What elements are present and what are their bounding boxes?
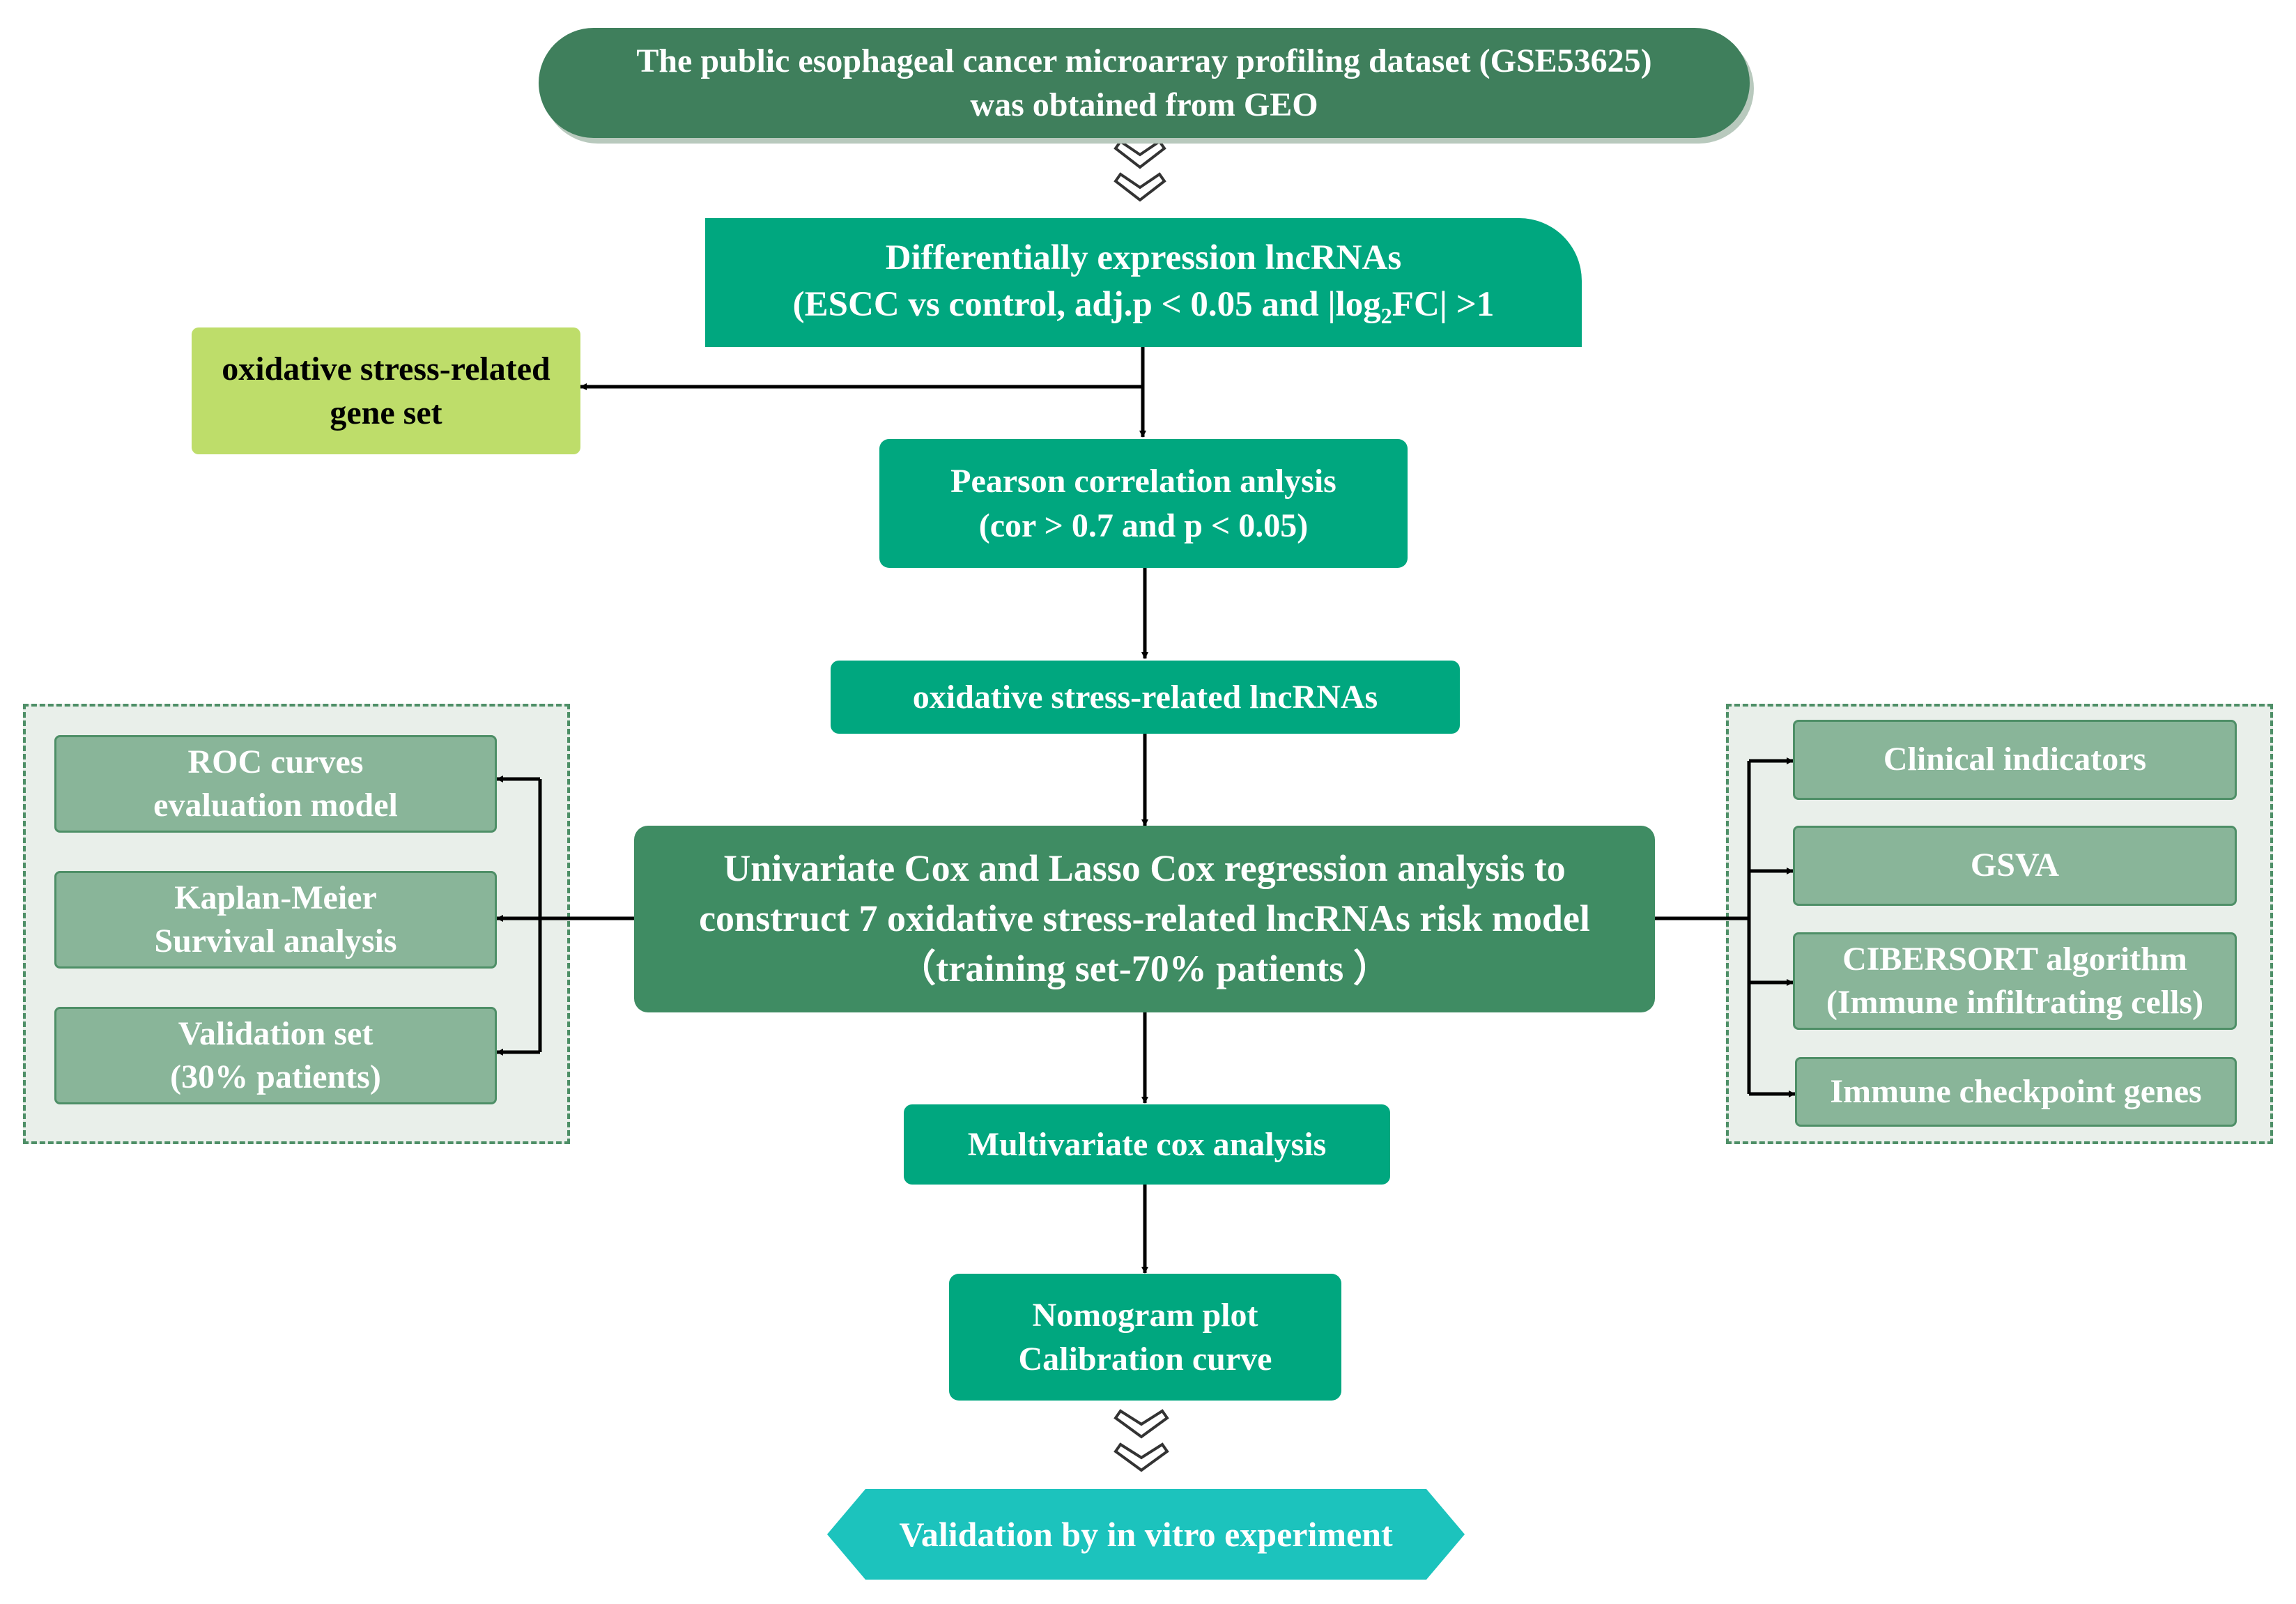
gsva-box: GSVA bbox=[1793, 826, 2237, 906]
pearson-line-2: (cor > 0.7 and p < 0.05) bbox=[978, 507, 1309, 544]
nomogram-line-2: Calibration curve bbox=[1018, 1341, 1272, 1378]
nomogram-line-1: Nomogram plot bbox=[1032, 1296, 1258, 1334]
risk-model-line-1: Univariate Cox and Lasso Cox regression … bbox=[723, 847, 1566, 890]
gene-set-line-1: oxidative stress-related bbox=[222, 350, 550, 387]
gene-set-node: oxidative stress-related gene set bbox=[192, 327, 580, 454]
cibersort-line-2: (Immune infiltrating cells) bbox=[1826, 984, 2204, 1021]
gene-set-line-2: gene set bbox=[330, 394, 442, 431]
roc-line-2: evaluation model bbox=[153, 787, 398, 824]
nomogram-node: Nomogram plot Calibration curve bbox=[949, 1274, 1341, 1401]
multivariate-label: Multivariate cox analysis bbox=[967, 1125, 1327, 1163]
double-chevron-arrow-top bbox=[1114, 139, 1166, 202]
in-vitro-validation-node: Validation by in vitro experiment bbox=[827, 1489, 1465, 1580]
validation-set-box: Validation set (30% patients) bbox=[54, 1007, 497, 1104]
geo-line-1: The public esophageal cancer microarray … bbox=[636, 42, 1652, 79]
differential-expression-node: Differentially expression lncRNAs (ESCC … bbox=[705, 218, 1582, 347]
validation-set-line-2: (30% patients) bbox=[170, 1058, 381, 1095]
checkpoint-label: Immune checkpoint genes bbox=[1830, 1072, 2202, 1110]
geo-line-2: was obtained from GEO bbox=[970, 86, 1318, 123]
diff-line-1: Differentially expression lncRNAs bbox=[885, 238, 1402, 277]
roc-line-1: ROC curves bbox=[187, 743, 364, 780]
pearson-line-1: Pearson correlation anlysis bbox=[950, 463, 1336, 500]
cibersort-box: CIBERSORT algorithm (Immune infiltrating… bbox=[1793, 932, 2237, 1030]
risk-model-line-3: （training set-70% patients ） bbox=[898, 947, 1391, 989]
risk-model-line-2: construct 7 oxidative stress-related lnc… bbox=[699, 897, 1590, 940]
kaplan-meier-box: Kaplan-Meier Survival analysis bbox=[54, 871, 497, 969]
km-line-1: Kaplan-Meier bbox=[174, 879, 377, 916]
multivariate-cox-node: Multivariate cox analysis bbox=[904, 1104, 1390, 1185]
oxidative-lncrna-label: oxidative stress-related lncRNAs bbox=[912, 678, 1378, 716]
cibersort-line-1: CIBERSORT algorithm bbox=[1842, 940, 2187, 978]
validation-set-line-1: Validation set bbox=[178, 1015, 373, 1052]
clinical-indicators-box: Clinical indicators bbox=[1793, 720, 2237, 800]
geo-dataset-node: The public esophageal cancer microarray … bbox=[539, 28, 1750, 138]
clinical-label: Clinical indicators bbox=[1883, 741, 2147, 778]
gsva-label: GSVA bbox=[1970, 847, 2060, 884]
immune-checkpoint-box: Immune checkpoint genes bbox=[1795, 1057, 2237, 1127]
in-vitro-label: Validation by in vitro experiment bbox=[899, 1515, 1393, 1554]
roc-curves-box: ROC curves evaluation model bbox=[54, 735, 497, 833]
pearson-correlation-node: Pearson correlation anlysis (cor > 0.7 a… bbox=[879, 439, 1408, 568]
km-line-2: Survival analysis bbox=[154, 923, 397, 959]
diff-line-2: (ESCC vs control, adj.p < 0.05 and |log2… bbox=[792, 284, 1495, 329]
oxidative-lncrna-node: oxidative stress-related lncRNAs bbox=[831, 661, 1460, 734]
risk-model-node: Univariate Cox and Lasso Cox regression … bbox=[634, 826, 1655, 1012]
double-chevron-arrow-bottom bbox=[1114, 1409, 1169, 1472]
